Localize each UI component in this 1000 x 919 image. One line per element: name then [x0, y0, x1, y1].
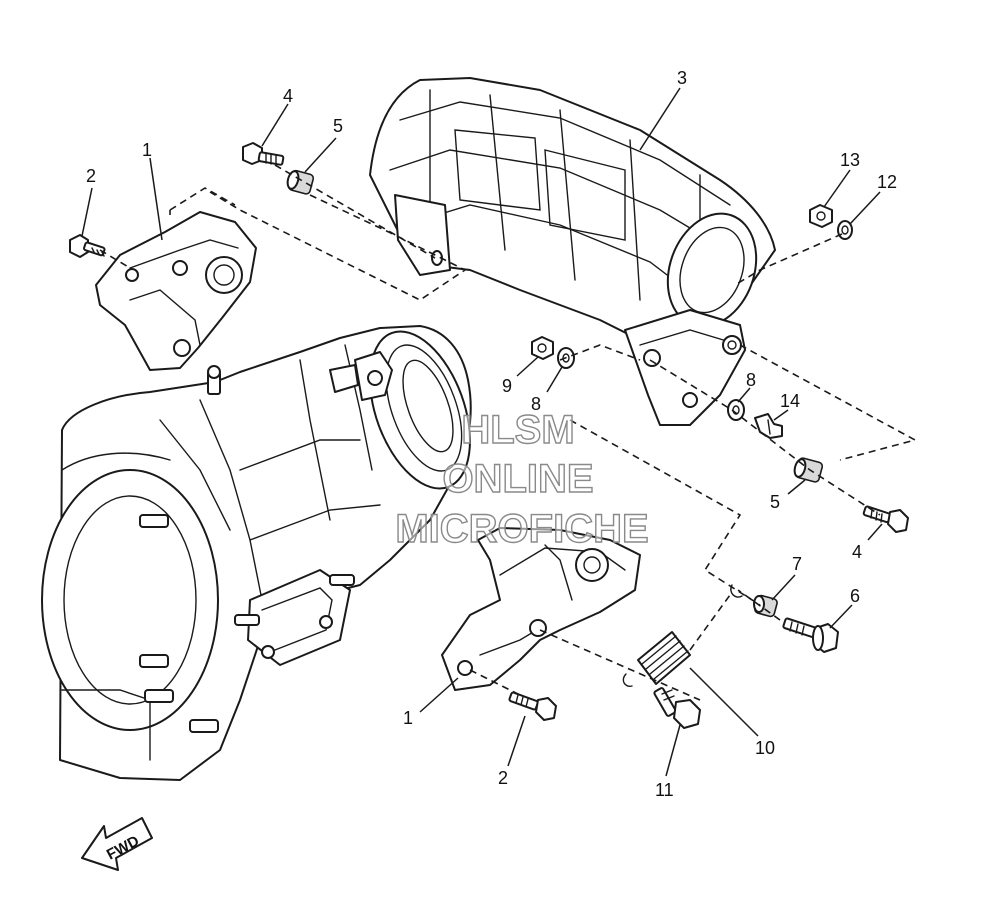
- callout-7: 7: [792, 554, 802, 574]
- callout-2: 2: [86, 166, 96, 186]
- callout-1: 1: [142, 140, 152, 160]
- jet-pump-housing: [41, 325, 472, 781]
- bolt-4-lower: [862, 505, 909, 533]
- callout-labels: 2 1 4 5 3 13 12 9 8 8 14 5 4 7 6 1 2 10 …: [86, 68, 897, 800]
- callout-14: 14: [780, 391, 800, 411]
- callout-13: 13: [840, 150, 860, 170]
- nut-9: [531, 336, 554, 360]
- leader-lines: [81, 87, 883, 777]
- nut-13: [809, 204, 833, 228]
- callout-3: 3: [677, 68, 687, 88]
- intake-grate-cover: [369, 77, 776, 426]
- callout-1-lower: 1: [403, 708, 413, 728]
- callout-4: 4: [283, 86, 293, 106]
- callout-5: 5: [333, 116, 343, 136]
- lower-mount-bracket: [441, 527, 641, 691]
- bolt-4-upper: [242, 142, 285, 166]
- watermark: HLSM ONLINE MICROFICHE: [395, 407, 650, 551]
- watermark-line-3: MICROFICHE: [395, 507, 648, 551]
- callout-11: 11: [655, 780, 674, 800]
- small-clip-rings: [622, 584, 743, 687]
- collar-5-lower: [793, 457, 824, 483]
- callout-6: 6: [850, 586, 860, 606]
- callout-10: 10: [755, 738, 775, 758]
- bolt-2-upper: [69, 234, 106, 258]
- callout-12: 12: [877, 172, 897, 192]
- upper-mount-bracket: [95, 187, 257, 371]
- watermark-line-1: HLSM: [461, 408, 574, 452]
- callout-8-right: 8: [746, 370, 756, 390]
- callout-4-lower: 4: [852, 542, 862, 562]
- callout-2-lower: 2: [498, 768, 508, 788]
- stud-bolts: [139, 514, 355, 733]
- assembly-lines: [99, 164, 918, 701]
- spring-10: [637, 631, 691, 685]
- bolt-6: [782, 617, 839, 653]
- watermark-line-2: ONLINE: [442, 457, 593, 501]
- callout-8-upper: 8: [531, 394, 541, 414]
- callout-5-lower: 5: [770, 492, 780, 512]
- forward-arrow-icon: FWD: [81, 817, 153, 871]
- washer-8-right: [727, 399, 745, 421]
- bolt-11: [653, 687, 701, 729]
- collar-5-upper: [286, 169, 315, 195]
- callout-9: 9: [502, 376, 512, 396]
- bolt-2-lower: [508, 691, 557, 721]
